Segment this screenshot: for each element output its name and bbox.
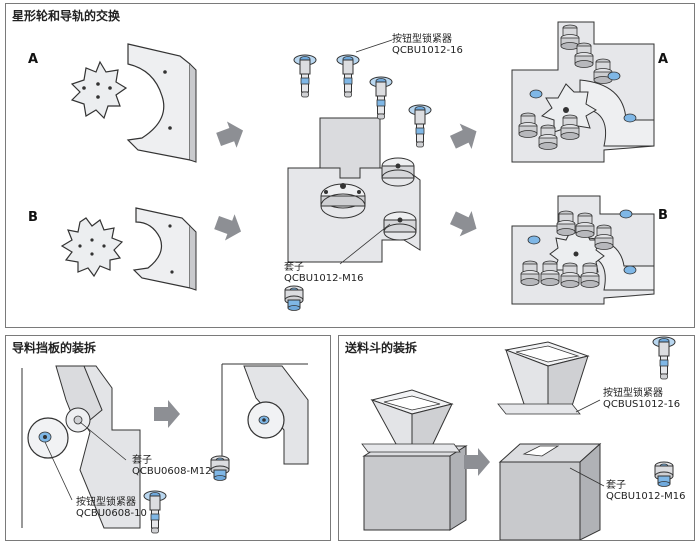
panel-title-hopper: 送料斗的装拆 — [345, 341, 418, 355]
callout-br-sleeve: 套子 QCBU1012-M16 — [606, 480, 685, 502]
callout-bl-clamp: 按钮型锁紧器 QCBU0608-10 — [76, 497, 147, 519]
variant-label-a: A — [28, 52, 39, 67]
panel-title-baffle: 导料挡板的装拆 — [12, 341, 97, 355]
callout-br-clamp-name: 按钮型锁紧器 — [603, 388, 663, 399]
callout-bl-clamp-name: 按钮型锁紧器 — [76, 497, 136, 508]
callout-bl-sleeve: 套子 QCBU0608-M12 — [132, 455, 211, 477]
post-icon — [520, 260, 540, 286]
hopper-removed — [361, 389, 468, 531]
base-assembly — [287, 117, 421, 263]
arrow-a-to-center — [213, 117, 248, 153]
callout-top-clamp-name: 按钮型锁紧器 — [392, 34, 452, 45]
arrow-b-to-center — [211, 209, 246, 245]
guide-rail-b — [132, 207, 197, 291]
post-icon — [594, 224, 614, 250]
callout-br-clamp: 按钮型锁紧器 QCBUS1012-16 — [603, 388, 680, 410]
star-wheel-a — [70, 60, 128, 120]
post-icon — [556, 210, 576, 236]
variant-label-a-result: A — [658, 52, 669, 67]
clamp-icon — [293, 54, 317, 98]
callout-bl-sleeve-code: QCBU0608-M12 — [132, 466, 212, 477]
callout-top-sleeve-code: QCBU1012-M16 — [284, 273, 364, 284]
variant-label-b: B — [28, 210, 38, 225]
callout-br-clamp-code: QCBUS1012-16 — [603, 399, 681, 410]
sleeve-icon — [284, 285, 304, 311]
callout-bl-sleeve-name: 套子 — [132, 455, 152, 466]
callout-top-sleeve-name: 套子 — [284, 262, 304, 273]
clamp-icon — [336, 54, 360, 98]
arrow-center-to-a — [447, 118, 483, 155]
star-wheel-b — [60, 217, 124, 278]
callout-bl-clamp-code: QCBU0608-10 — [76, 508, 147, 519]
baffle-after — [221, 362, 310, 465]
callout-top-sleeve: 套子 QCBU1012-M16 — [284, 262, 363, 284]
callout-br-sleeve-code: QCBU1012-M16 — [606, 491, 686, 502]
callout-br-sleeve-name: 套子 — [606, 480, 626, 491]
hopper-removal-panel: 送料斗的装拆 — [338, 335, 695, 541]
post-icon — [574, 42, 594, 68]
callout-top-clamp: 按钮型锁紧器 QCBU1012-16 — [392, 34, 463, 56]
post-icon — [560, 262, 580, 288]
hopper-installed — [497, 341, 602, 541]
post-icon — [580, 262, 600, 288]
baffle-before — [18, 365, 141, 529]
post-icon — [560, 114, 580, 140]
callout-top-clamp-code: QCBU1012-16 — [392, 45, 463, 56]
post-icon — [575, 212, 595, 238]
post-icon — [518, 112, 538, 138]
post-icon — [538, 124, 558, 150]
guide-rail-a — [126, 43, 197, 163]
post-icon — [540, 260, 560, 286]
post-icon — [593, 58, 613, 84]
clamp-icon — [369, 76, 393, 120]
clamp-icon — [408, 104, 432, 148]
arrow-center-to-b — [447, 205, 483, 242]
baffle-removal-panel: 导料挡板的装拆 — [5, 335, 331, 541]
assembled-b — [511, 195, 655, 305]
variant-label-b-result: B — [658, 208, 668, 223]
post-icon — [560, 24, 580, 50]
panel-title-star-wheel: 星形轮和导轨的交换 — [12, 9, 121, 23]
